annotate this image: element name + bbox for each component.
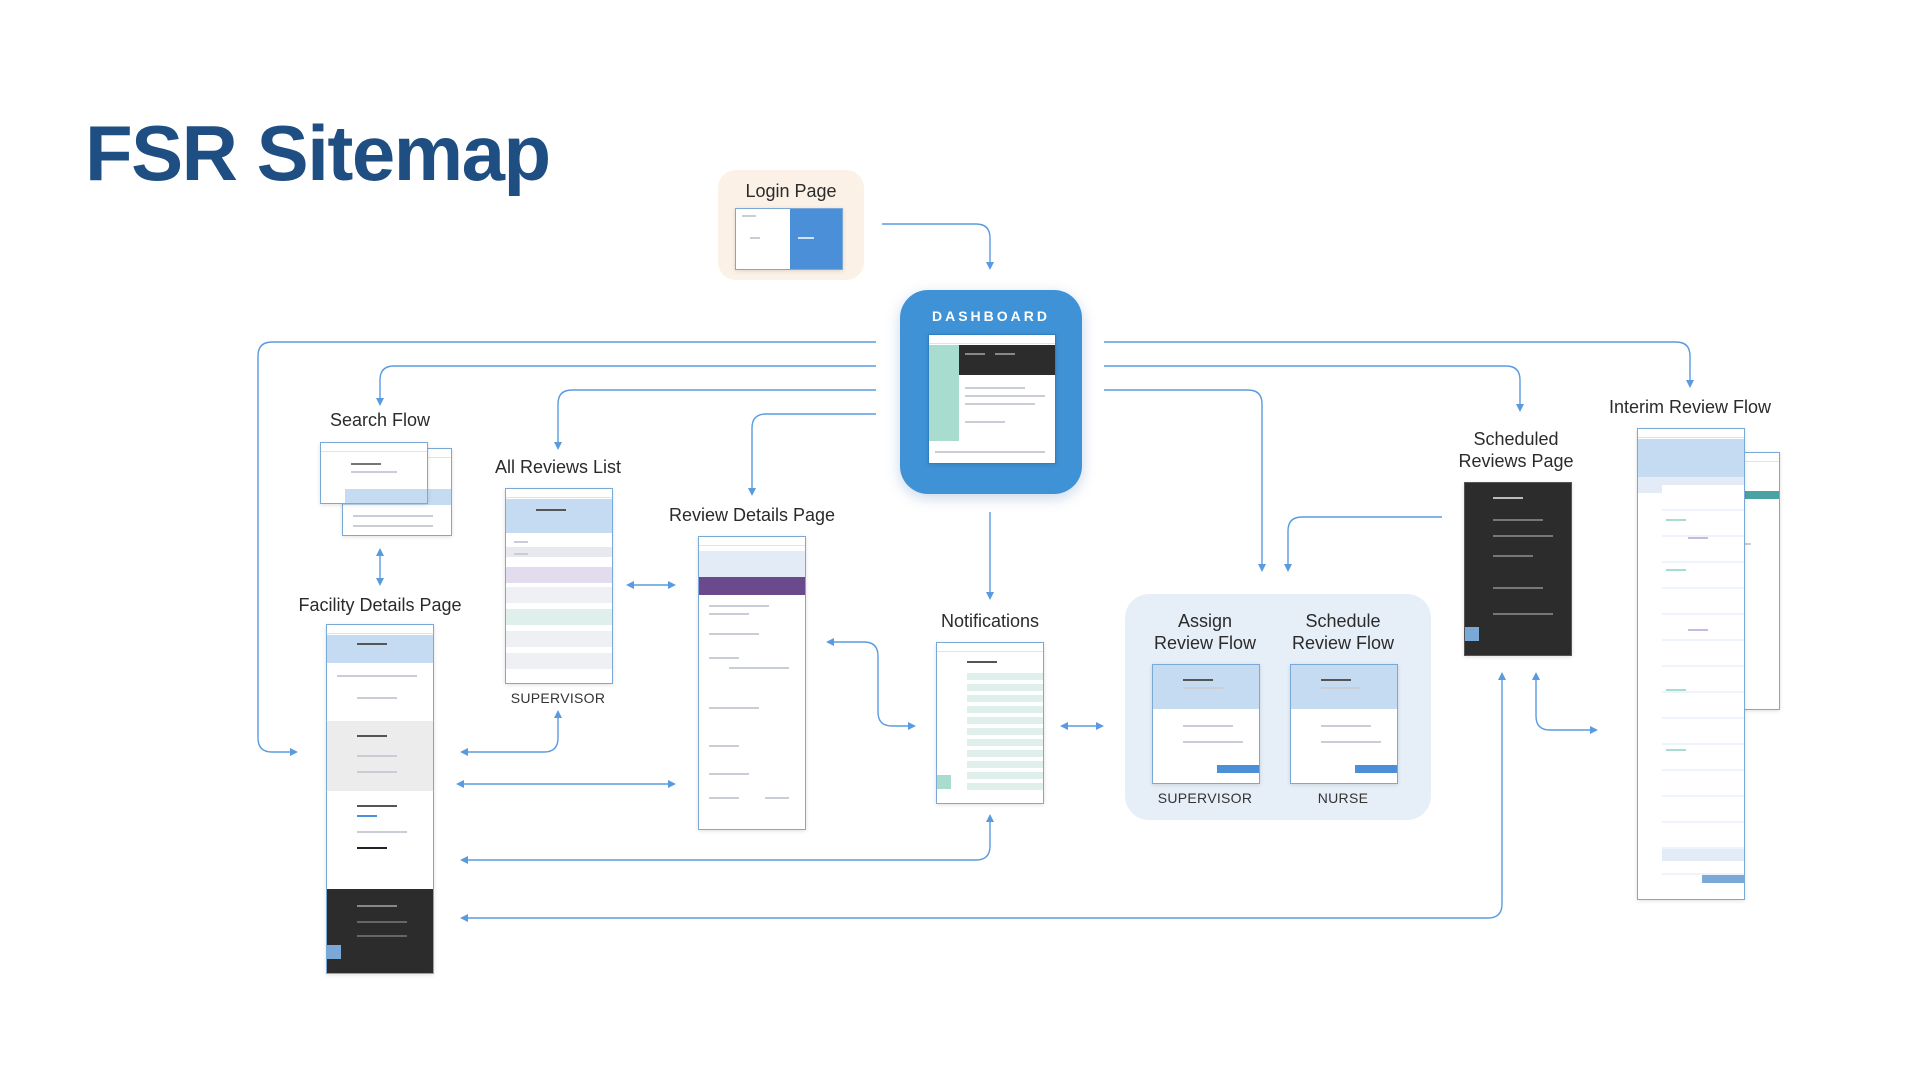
- connector-dashboard-facility: [257, 341, 876, 756]
- all-reviews-role: SUPERVISOR: [510, 690, 606, 706]
- login-label: Login Page: [745, 181, 837, 201]
- all-reviews-thumbnail[interactable]: [505, 488, 613, 684]
- notifications-thumbnail[interactable]: [936, 642, 1044, 804]
- login-page-thumbnail[interactable]: [735, 208, 843, 270]
- facility-details-label: Facility Details Page: [298, 595, 462, 615]
- connector-scheduled-group: [1284, 516, 1442, 572]
- search-flow-label: Search Flow: [329, 410, 431, 430]
- connector-dashboard-scheduled: [1104, 365, 1524, 412]
- notifications-label: Notifications: [940, 611, 1040, 631]
- review-details-thumbnail[interactable]: [698, 536, 806, 830]
- connector-scheduled-facility: [460, 672, 1506, 922]
- assign-review-label: Assign Review Flow: [1153, 611, 1257, 653]
- interim-review-label: Interim Review Flow: [1608, 397, 1772, 417]
- schedule-review-thumbnail[interactable]: [1290, 664, 1398, 784]
- all-reviews-label: All Reviews List: [494, 457, 622, 477]
- review-details-label: Review Details Page: [668, 505, 836, 525]
- search-flow-thumbnail-front[interactable]: [320, 442, 428, 504]
- schedule-review-role: NURSE: [1317, 790, 1369, 806]
- connector-dashboard-allreviews: [554, 389, 876, 450]
- connector-scheduled-interim: [1532, 672, 1598, 734]
- connector-dashboard-interim: [1104, 341, 1694, 388]
- interim-review-thumbnail-front[interactable]: [1637, 428, 1745, 900]
- assign-review-role: SUPERVISOR: [1157, 790, 1253, 806]
- connector-allreviews-facility: [460, 710, 562, 756]
- scheduled-reviews-label: Scheduled Reviews Page: [1458, 429, 1574, 471]
- scheduled-reviews-thumbnail[interactable]: [1464, 482, 1572, 656]
- assign-review-thumbnail[interactable]: [1152, 664, 1260, 784]
- page-title: FSR Sitemap: [85, 109, 551, 197]
- connector-notifications-reviewdetails: [826, 638, 916, 730]
- connector-dashboard-search: [376, 365, 876, 406]
- dashboard-label: DASHBOARD: [932, 308, 1050, 324]
- schedule-review-label: Schedule Review Flow: [1291, 611, 1395, 653]
- connector-dashboard-assign: [1104, 389, 1266, 572]
- facility-details-thumbnail[interactable]: [326, 624, 434, 974]
- connector-dashboard-reviewdetails: [748, 413, 876, 496]
- dashboard-thumbnail[interactable]: [928, 334, 1056, 464]
- dashboard-panel: DASHBOARD: [900, 290, 1082, 494]
- connector-login-dashboard: [882, 223, 994, 270]
